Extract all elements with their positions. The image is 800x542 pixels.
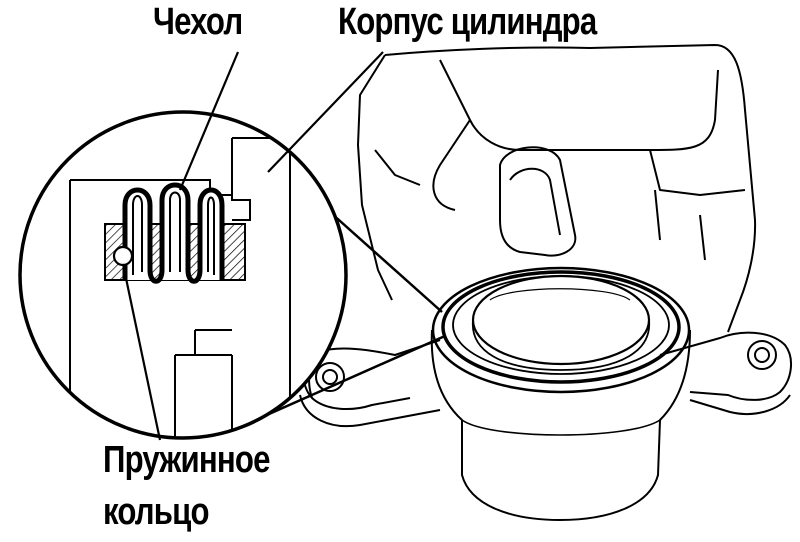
- label-boot: Чехол: [153, 1, 243, 43]
- label-cylinder-body: Корпус цилиндра: [338, 1, 597, 43]
- leader-cylinder-body: [267, 51, 384, 173]
- bore-rim-outer: [431, 266, 691, 394]
- housing-slot: [499, 146, 577, 257]
- boot-ring: [441, 270, 681, 384]
- detail-spring-ring: [112, 245, 134, 267]
- magnifier-tangent-lower: [259, 334, 446, 420]
- leader-spring-ring: [121, 263, 162, 441]
- label-spring-ring-line1: Пружинное: [103, 439, 270, 481]
- leader-lines: [121, 51, 384, 441]
- housing-outline: [384, 44, 757, 333]
- magnified-detail: [69, 137, 291, 438]
- mount-hole-right: [747, 340, 777, 370]
- mount-hole-left: [315, 362, 345, 392]
- detail-boot: [122, 182, 225, 284]
- label-spring-ring-line2: кольцо: [103, 491, 209, 533]
- leader-boot: [178, 51, 240, 191]
- mounting-ear-right: [659, 331, 792, 401]
- cylinder-bore: [430, 266, 691, 521]
- mounting-holes: [315, 340, 777, 392]
- detail-cylinder-wall: [232, 137, 291, 438]
